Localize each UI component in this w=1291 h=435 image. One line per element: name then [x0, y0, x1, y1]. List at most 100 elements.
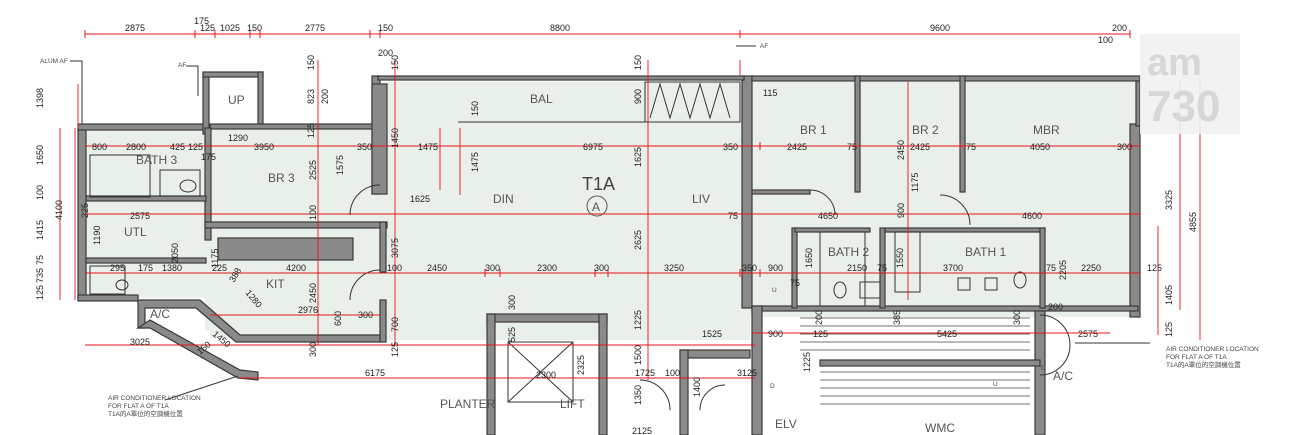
dim-label: 3125: [737, 368, 757, 378]
dim-label: 9600: [930, 23, 950, 33]
room-label-ac-right: A/C: [1053, 369, 1073, 383]
dim-label: 8800: [550, 23, 570, 33]
note-leader: [164, 375, 239, 401]
dim-label: 4855: [1188, 212, 1198, 232]
flat-marker-circle: [586, 195, 608, 217]
room-label-kit: KIT: [266, 277, 285, 291]
dim-label: 75: [1046, 263, 1056, 273]
dim-label: 75: [728, 211, 738, 221]
dim-label: 125: [813, 329, 828, 339]
dim-label: 2425: [787, 142, 807, 152]
dim-label: 1380: [162, 263, 182, 273]
logo-text: am: [1147, 42, 1202, 84]
dim-label: 295: [110, 263, 125, 273]
dim-label: 300: [308, 342, 318, 357]
room-label-up: UP: [228, 93, 245, 107]
room-label-mbr: MBR: [1033, 123, 1060, 137]
dim-label: 6175: [365, 368, 385, 378]
dim-label: 1625: [410, 194, 430, 204]
room-label-lift: LIFT: [560, 397, 585, 411]
dim-label: 2150: [847, 263, 867, 273]
dim-label: 600: [333, 311, 343, 326]
d-label: D: [770, 383, 775, 390]
dim-label: 150: [378, 23, 393, 33]
dim-label: 1475: [418, 142, 438, 152]
dim-label: 125: [35, 285, 45, 300]
dim-label: 3075: [390, 238, 400, 258]
dim-label: 115: [763, 88, 777, 98]
dim-label: 2250: [1081, 263, 1101, 273]
dim-label: 300: [485, 263, 500, 273]
dim-label: 200: [814, 310, 824, 325]
dim-label: 1725: [635, 368, 655, 378]
dim-label: 800: [92, 142, 107, 152]
af-label-left: AF: [178, 62, 186, 69]
dim-label: 525: [507, 327, 517, 342]
dim-label: 1450: [390, 128, 400, 148]
dim-label: 1350: [633, 385, 643, 405]
dim-label: 300: [1117, 142, 1132, 152]
dim-label: 225: [212, 263, 227, 273]
dim-label: 150: [633, 55, 643, 70]
dim-label: 1225: [633, 310, 643, 330]
dim-label: 125: [390, 342, 400, 357]
dim-label: 3250: [664, 263, 684, 273]
dim-label: 125: [188, 142, 203, 152]
dim-label: 150: [470, 101, 480, 116]
dim-label: 300: [358, 310, 373, 320]
dim-label: 175: [138, 263, 153, 273]
dimension-lines: [59, 30, 1201, 380]
room-label-planter: PLANTER: [440, 397, 496, 411]
dim-label: 700: [390, 317, 400, 332]
dim-label: 3325: [1164, 190, 1174, 210]
dim-label: 100: [35, 185, 45, 200]
dim-label: 350: [723, 142, 738, 152]
dim-label: 300: [1012, 310, 1022, 325]
dim-label: 385: [892, 310, 902, 325]
logo-text: 730: [1147, 82, 1220, 131]
dim-label: 300: [594, 263, 609, 273]
note-left-line2: FOR FLAT A OF T1A: [108, 403, 169, 410]
dim-label: 1190: [92, 226, 102, 245]
dim-label: 2325: [576, 355, 586, 375]
dim-label: 2575: [1078, 329, 1098, 339]
dim-label: 2450: [896, 140, 906, 160]
dim-label: 2575: [130, 211, 150, 221]
room-label-bal: BAL: [530, 92, 553, 106]
dim-label: 823: [306, 89, 316, 104]
room-labels: BAL BR 1 BR 2 MBR BR 3 BATH 3 UP DIN LIV…: [124, 92, 1073, 435]
dim-label: 1550: [895, 248, 905, 268]
dim-label: 175: [201, 152, 216, 162]
dim-label: 1175: [910, 173, 920, 192]
dim-label: 200: [378, 48, 393, 58]
dim-label: 2625: [633, 230, 643, 250]
dim-label: 3025: [130, 337, 150, 347]
dim-label: 2425: [910, 142, 930, 152]
u-label: U: [772, 287, 777, 294]
dim-label: 2800: [126, 142, 146, 152]
room-label-din: DIN: [493, 192, 514, 206]
room-label-liv: LIV: [692, 192, 710, 206]
dim-label: 150: [306, 55, 316, 70]
dim-label: 4600: [1022, 211, 1042, 221]
dim-label: 900: [768, 329, 783, 339]
dim-label: 1025: [220, 23, 240, 33]
dim-label: 75: [790, 278, 800, 288]
flat-marker: A: [592, 200, 600, 214]
dim-label: 2875: [125, 23, 145, 33]
dim-label: 100: [387, 263, 402, 273]
dim-label: 1650: [804, 248, 814, 268]
dim-label: 1175: [210, 249, 220, 268]
dim-label: 2525: [308, 160, 318, 180]
dim-label: 125: [1147, 263, 1162, 273]
dim-label: 200: [1112, 23, 1127, 33]
room-label-br3: BR 3: [268, 171, 295, 185]
dim-label: 1405: [1164, 285, 1174, 305]
alum-af-label: ALUM AF: [40, 58, 68, 65]
note-right-line1: AIR CONDITIONER LOCATION: [1166, 346, 1259, 353]
dim-label: 5425: [937, 329, 957, 339]
dim-label: 1225: [802, 352, 812, 372]
dim-label: 1525: [702, 329, 722, 339]
dim-label: 4050: [1030, 142, 1050, 152]
